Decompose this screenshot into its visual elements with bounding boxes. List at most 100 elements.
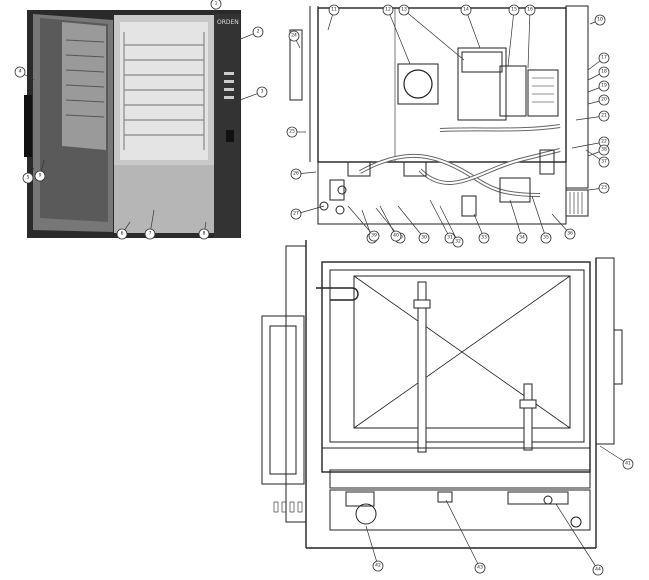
callout-circle xyxy=(598,80,610,92)
callout-number: 40 xyxy=(393,233,399,239)
callout-circle xyxy=(508,4,520,16)
callout-circle xyxy=(478,232,490,244)
callout-number: 13 xyxy=(401,7,407,13)
callout-circle xyxy=(598,110,610,122)
callout-circle xyxy=(540,232,552,244)
callout-circle xyxy=(286,126,298,138)
callout-number: 10 xyxy=(597,17,603,23)
callout-number: 36 xyxy=(567,231,573,237)
callout-number: 43 xyxy=(477,565,483,571)
side-view-drawing xyxy=(289,5,589,225)
front-view-drawing xyxy=(261,240,623,549)
callout-number: 18 xyxy=(601,69,607,75)
callout-number: 30 xyxy=(421,235,427,241)
callout-leader-line xyxy=(429,199,451,239)
callout-circle xyxy=(598,94,610,106)
callout-number: 32 xyxy=(455,239,461,245)
callout-leader-line xyxy=(555,503,599,571)
callout-number: 5 xyxy=(27,175,30,181)
callout-number: 16 xyxy=(527,7,533,13)
callout-number: 26 xyxy=(293,171,299,177)
callout-leader-line xyxy=(387,9,411,65)
callout-number: 23 xyxy=(601,185,607,191)
callout-leader-line xyxy=(599,445,629,465)
callout-number: 6 xyxy=(121,231,124,237)
callout-number: 7 xyxy=(149,231,152,237)
callout-circle xyxy=(592,564,604,576)
callout-number: 22 xyxy=(601,139,607,145)
callout-circle xyxy=(598,144,610,156)
callout-number: 33 xyxy=(481,235,487,241)
callout-circle xyxy=(598,182,610,194)
callout-number: 1 xyxy=(215,1,218,7)
callout-number: 17 xyxy=(601,55,607,61)
callout-leader-line xyxy=(439,205,459,243)
callout-leader-line xyxy=(509,199,523,239)
callout-leader-line xyxy=(379,205,397,237)
callout-number: 39 xyxy=(371,233,377,239)
callout-leader-line xyxy=(571,141,605,149)
callout-circle xyxy=(594,14,606,26)
callout-circle xyxy=(372,560,384,572)
photo-brand-text: ORDEN xyxy=(217,19,239,26)
callout-leader-line xyxy=(347,205,375,237)
callout-number: 25 xyxy=(289,129,295,135)
callout-number: 35 xyxy=(543,235,549,241)
callout-circle xyxy=(390,230,402,242)
callout-circle xyxy=(598,156,610,168)
callout-circle xyxy=(524,4,536,16)
callout-circle xyxy=(34,170,46,182)
callout-circle xyxy=(144,228,156,240)
callout-leader-line xyxy=(507,9,515,67)
oven-photo: ORDEN xyxy=(24,10,241,238)
callout-number: 42 xyxy=(375,563,381,569)
callout-number: 41 xyxy=(625,461,631,467)
callout-number: 11 xyxy=(331,7,337,13)
callout-number: 12 xyxy=(385,7,391,13)
callout-number: 8 xyxy=(203,231,206,237)
callout-leader-line xyxy=(397,205,425,239)
callout-circle xyxy=(460,4,472,16)
callout-circle xyxy=(516,232,528,244)
callout-number: 37 xyxy=(601,159,607,165)
callout-circle xyxy=(474,562,486,574)
callout-number: 19 xyxy=(601,83,607,89)
callout-circle xyxy=(22,172,34,184)
callout-circle xyxy=(398,4,410,16)
callout-circle xyxy=(116,228,128,240)
callout-circle xyxy=(290,168,302,180)
callout-circle xyxy=(452,236,464,248)
callout-number: 20 xyxy=(601,97,607,103)
callout-number: 21 xyxy=(601,113,607,119)
callout-circle xyxy=(382,4,394,16)
callout-circle xyxy=(256,86,268,98)
callout-number: 3 xyxy=(261,89,264,95)
callout-number: 44 xyxy=(595,567,601,573)
callout-circle xyxy=(252,26,264,38)
callout-number: 31 xyxy=(447,235,453,241)
callout-circle xyxy=(290,208,302,220)
callout-number: 14 xyxy=(463,7,469,13)
callout-number: 24 xyxy=(291,33,297,39)
callout-leader-line xyxy=(445,499,481,569)
callout-number: 34 xyxy=(519,235,525,241)
callout-circle xyxy=(418,232,430,244)
callout-circle xyxy=(622,458,634,470)
callout-number: 27 xyxy=(293,211,299,217)
callout-circle xyxy=(198,228,210,240)
callout-leader-line xyxy=(365,525,379,567)
callout-circle xyxy=(564,228,576,240)
callout-number: 2 xyxy=(257,29,260,35)
callout-number: 9 xyxy=(39,173,42,179)
callout-number: 4 xyxy=(19,69,22,75)
callout-circle xyxy=(14,66,26,78)
callout-leader-line xyxy=(531,195,547,239)
callout-circle xyxy=(210,0,222,10)
callout-circle xyxy=(288,30,300,42)
callout-circle xyxy=(598,66,610,78)
callout-circle xyxy=(328,4,340,16)
callout-leader-line xyxy=(527,9,531,69)
callout-number: 15 xyxy=(511,7,517,13)
